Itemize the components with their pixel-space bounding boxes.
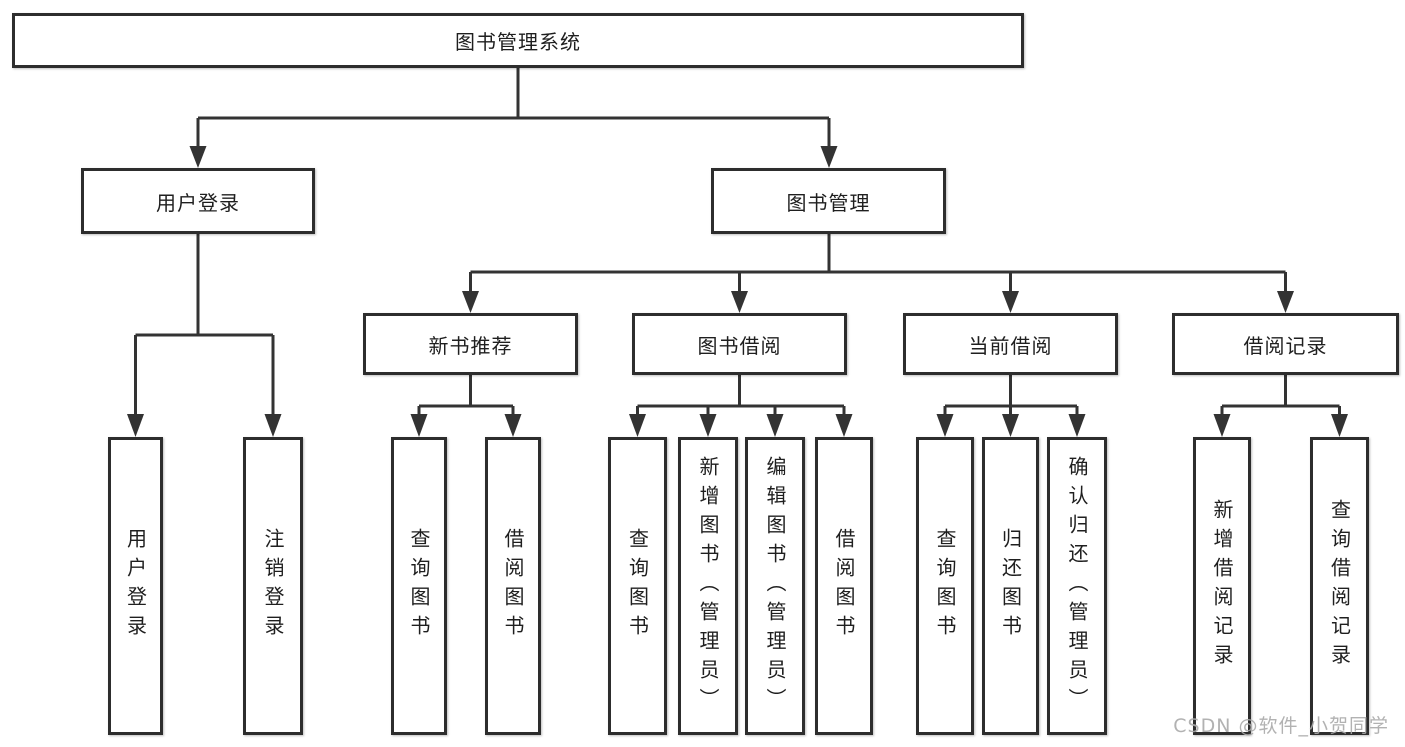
leaf-borrow-books-1: 借阅图书 — [485, 437, 541, 735]
arrow-down-icon — [127, 414, 144, 437]
node-current-borrow: 当前借阅 — [903, 313, 1118, 375]
connector-root-to-level2 — [196, 68, 831, 149]
leaf-query-books-2: 查询图书 — [608, 437, 667, 735]
arrow-down-icon — [1213, 414, 1231, 437]
node-user-login-label: 用户登录 — [156, 190, 240, 215]
arrow-down-icon — [1331, 414, 1348, 437]
arrow-down-icon — [1277, 291, 1294, 313]
connector-new-book-branch — [417, 375, 515, 418]
node-borrow-records-label: 借阅记录 — [1243, 333, 1328, 358]
node-book-borrow-label: 图书借阅 — [697, 333, 782, 358]
connector-book-borrow-branch — [636, 375, 846, 418]
node-current-borrow-label: 当前借阅 — [968, 333, 1053, 358]
leaf-borrow-books-1-label: 借阅图书 — [501, 528, 525, 644]
arrow-down-icon — [629, 414, 646, 437]
leaf-confirm-return-admin-label: 确认归还（管理员） — [1065, 455, 1089, 717]
arrow-down-icon — [264, 414, 282, 437]
connector-lines — [134, 68, 1341, 418]
arrow-down-icon — [936, 414, 954, 437]
node-book-borrow: 图书借阅 — [632, 313, 847, 375]
leaf-query-borrow-record: 查询借阅记录 — [1310, 437, 1369, 735]
arrow-down-icon — [410, 414, 428, 437]
node-book-management: 图书管理 — [711, 168, 946, 234]
arrow-down-icon — [189, 146, 207, 168]
leaf-edit-book-admin-label: 编辑图书（管理员） — [763, 455, 787, 717]
node-root-label: 图书管理系统 — [455, 30, 581, 54]
connector-borrow-records-branch — [1220, 375, 1341, 418]
arrow-down-icon — [699, 414, 717, 437]
arrowhead-icons — [127, 146, 1348, 437]
arrow-down-icon — [1002, 291, 1019, 313]
arrow-down-icon — [820, 146, 838, 168]
leaf-add-book-admin: 新增图书（管理员） — [678, 437, 738, 735]
leaf-query-books-2-label: 查询图书 — [625, 528, 650, 644]
leaf-return-books-label: 归还图书 — [998, 528, 1023, 644]
leaf-logout-label: 注销登录 — [261, 528, 285, 644]
node-user-login: 用户登录 — [81, 168, 315, 234]
node-new-book-recommend: 新书推荐 — [363, 313, 578, 375]
leaf-query-books-1-label: 查询图书 — [407, 528, 431, 644]
leaf-logout: 注销登录 — [243, 437, 303, 735]
leaf-query-books-3: 查询图书 — [916, 437, 974, 735]
leaf-borrow-books-2: 借阅图书 — [815, 437, 873, 735]
leaf-borrow-books-2-label: 借阅图书 — [832, 528, 856, 644]
arrow-down-icon — [731, 291, 748, 313]
arrow-down-icon — [1068, 414, 1086, 437]
arrow-down-icon — [504, 414, 522, 437]
node-new-book-recommend-label: 新书推荐 — [428, 333, 513, 358]
node-book-management-label: 图书管理 — [786, 190, 871, 215]
leaf-query-books-1: 查询图书 — [391, 437, 447, 735]
connector-user-login-branch — [134, 234, 275, 417]
leaf-add-borrow-record: 新增借阅记录 — [1193, 437, 1251, 735]
leaf-add-borrow-record-label: 新增借阅记录 — [1210, 499, 1234, 673]
watermark: CSDN @软件_小贺同学 — [1173, 715, 1389, 737]
node-root: 图书管理系统 — [12, 13, 1024, 68]
leaf-query-borrow-record-label: 查询借阅记录 — [1327, 499, 1352, 673]
leaf-user-login: 用户登录 — [108, 437, 163, 735]
leaf-add-book-admin-label: 新增图书（管理员） — [696, 455, 720, 717]
leaf-return-books: 归还图书 — [982, 437, 1039, 735]
arrow-down-icon — [462, 291, 479, 313]
arrow-down-icon — [766, 414, 784, 437]
leaf-confirm-return-admin: 确认归还（管理员） — [1047, 437, 1107, 735]
node-borrow-records: 借阅记录 — [1172, 313, 1399, 375]
connector-book-management-branch — [469, 234, 1287, 294]
leaf-user-login-label: 用户登录 — [123, 528, 148, 644]
connector-current-borrow-branch — [943, 375, 1079, 418]
leaf-query-books-3-label: 查询图书 — [933, 528, 957, 644]
leaf-edit-book-admin: 编辑图书（管理员） — [745, 437, 805, 735]
arrow-down-icon — [1002, 414, 1019, 437]
arrow-down-icon — [835, 414, 853, 437]
